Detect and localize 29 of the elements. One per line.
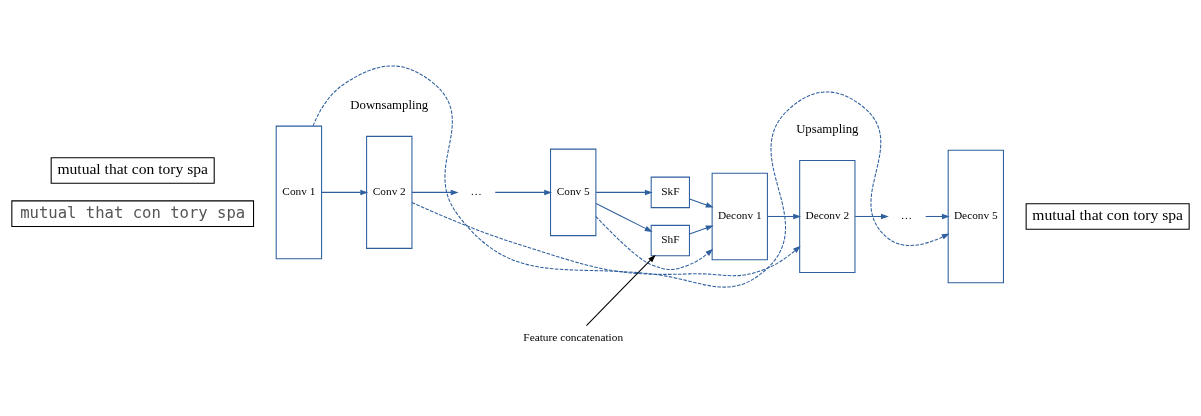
arrow: [494, 189, 553, 195]
arrow: [321, 189, 369, 195]
node-box: Deconv 5: [947, 149, 1004, 283]
arrow: [585, 254, 656, 326]
node-text: …: [470, 184, 482, 197]
label: Upsampling: [796, 121, 859, 136]
arrow: [689, 225, 714, 235]
node-box: SkF: [650, 176, 690, 208]
node-box: ShF: [650, 224, 690, 256]
arrow: [411, 189, 459, 195]
node-box: Deconv 1: [711, 172, 768, 260]
node-box: mutual that con tory spa: [11, 199, 255, 227]
node-box: Deconv 2: [799, 159, 856, 273]
arrow: [689, 197, 714, 207]
arrow: [595, 189, 653, 195]
node-text: …: [900, 208, 913, 221]
node-box: mutual that con tory spa: [1025, 202, 1190, 230]
node-box: mutual that con tory spa: [50, 156, 215, 184]
node-box: Conv 2: [366, 135, 413, 249]
arrow: [312, 64, 950, 288]
arrow: [595, 215, 714, 270]
arrow: [595, 202, 653, 232]
arrow: [766, 213, 801, 219]
label: Downsampling: [350, 97, 429, 112]
arrow: [854, 213, 889, 219]
node-box: Conv 1: [275, 125, 323, 259]
arrow: [411, 201, 801, 276]
node-box: Conv 5: [550, 148, 597, 236]
node-text: Feature concatenation: [523, 330, 624, 343]
